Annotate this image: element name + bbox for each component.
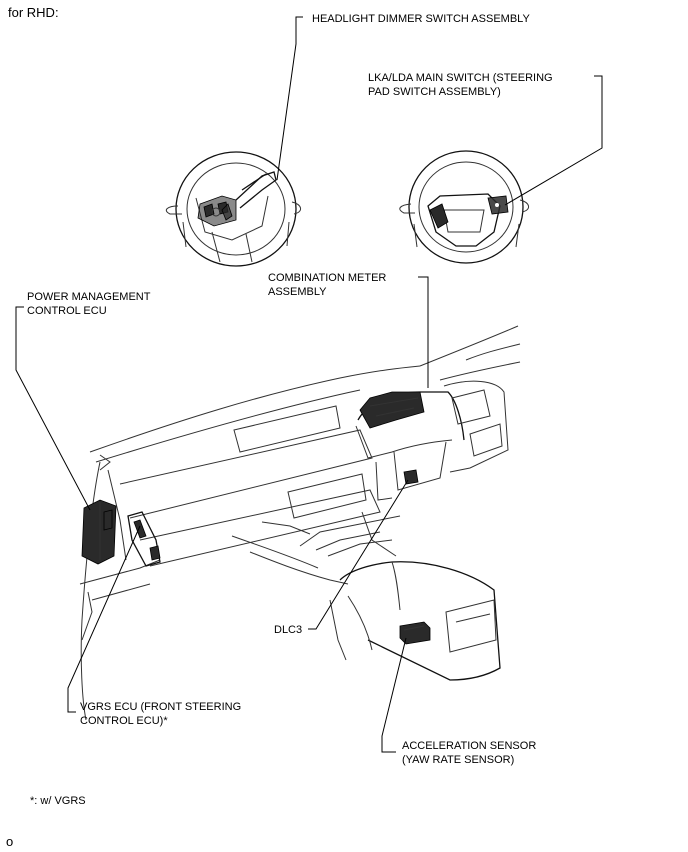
label-dlc3: DLC3 <box>274 624 302 636</box>
variant-heading: for RHD: <box>8 5 59 20</box>
label-accel-line2: (YAW RATE SENSOR) <box>402 754 514 766</box>
page-marker: o <box>6 834 13 849</box>
label-pm-line2: CONTROL ECU <box>27 305 107 317</box>
leader-vgrs-ecu <box>67 525 141 713</box>
dlc3-part <box>403 469 419 485</box>
label-accel-line1: ACCELERATION SENSOR <box>402 740 536 752</box>
label-meter-line1: COMBINATION METER <box>268 272 386 284</box>
label-meter-line2: ASSEMBLY <box>268 286 327 298</box>
combination-meter-part <box>359 391 425 429</box>
label-lka-line2: PAD SWITCH ASSEMBLY) <box>368 86 501 98</box>
lka-main-switch-part <box>429 195 509 229</box>
headlight-dimmer-switch-part <box>197 171 277 227</box>
leader-dlc3 <box>308 479 409 630</box>
dashboard-illustration <box>79 325 521 721</box>
power-management-ecu-part <box>81 499 117 565</box>
leader-acceleration-sensor <box>381 637 407 753</box>
label-vgrs-line1: VGRS ECU (FRONT STEERING <box>80 701 241 713</box>
leader-power-management-ecu <box>15 306 91 511</box>
leader-combination-meter <box>418 276 429 388</box>
label-vgrs-line2: CONTROL ECU)* <box>80 715 168 727</box>
steering-wheel-left-illustration <box>165 151 301 267</box>
label-pm-line1: POWER MANAGEMENT <box>27 291 151 303</box>
leader-lka-switch <box>504 75 603 206</box>
acceleration-sensor-part <box>399 621 431 645</box>
footnote: *: w/ VGRS <box>30 795 86 807</box>
label-headlight-dimmer: HEADLIGHT DIMMER SWITCH ASSEMBLY <box>312 13 530 25</box>
label-lka-line1: LKA/LDA MAIN SWITCH (STEERING <box>368 72 553 84</box>
vgrs-ecu-part <box>127 511 161 567</box>
steering-wheel-right-illustration <box>399 150 529 264</box>
leader-headlight-dimmer <box>276 16 303 181</box>
